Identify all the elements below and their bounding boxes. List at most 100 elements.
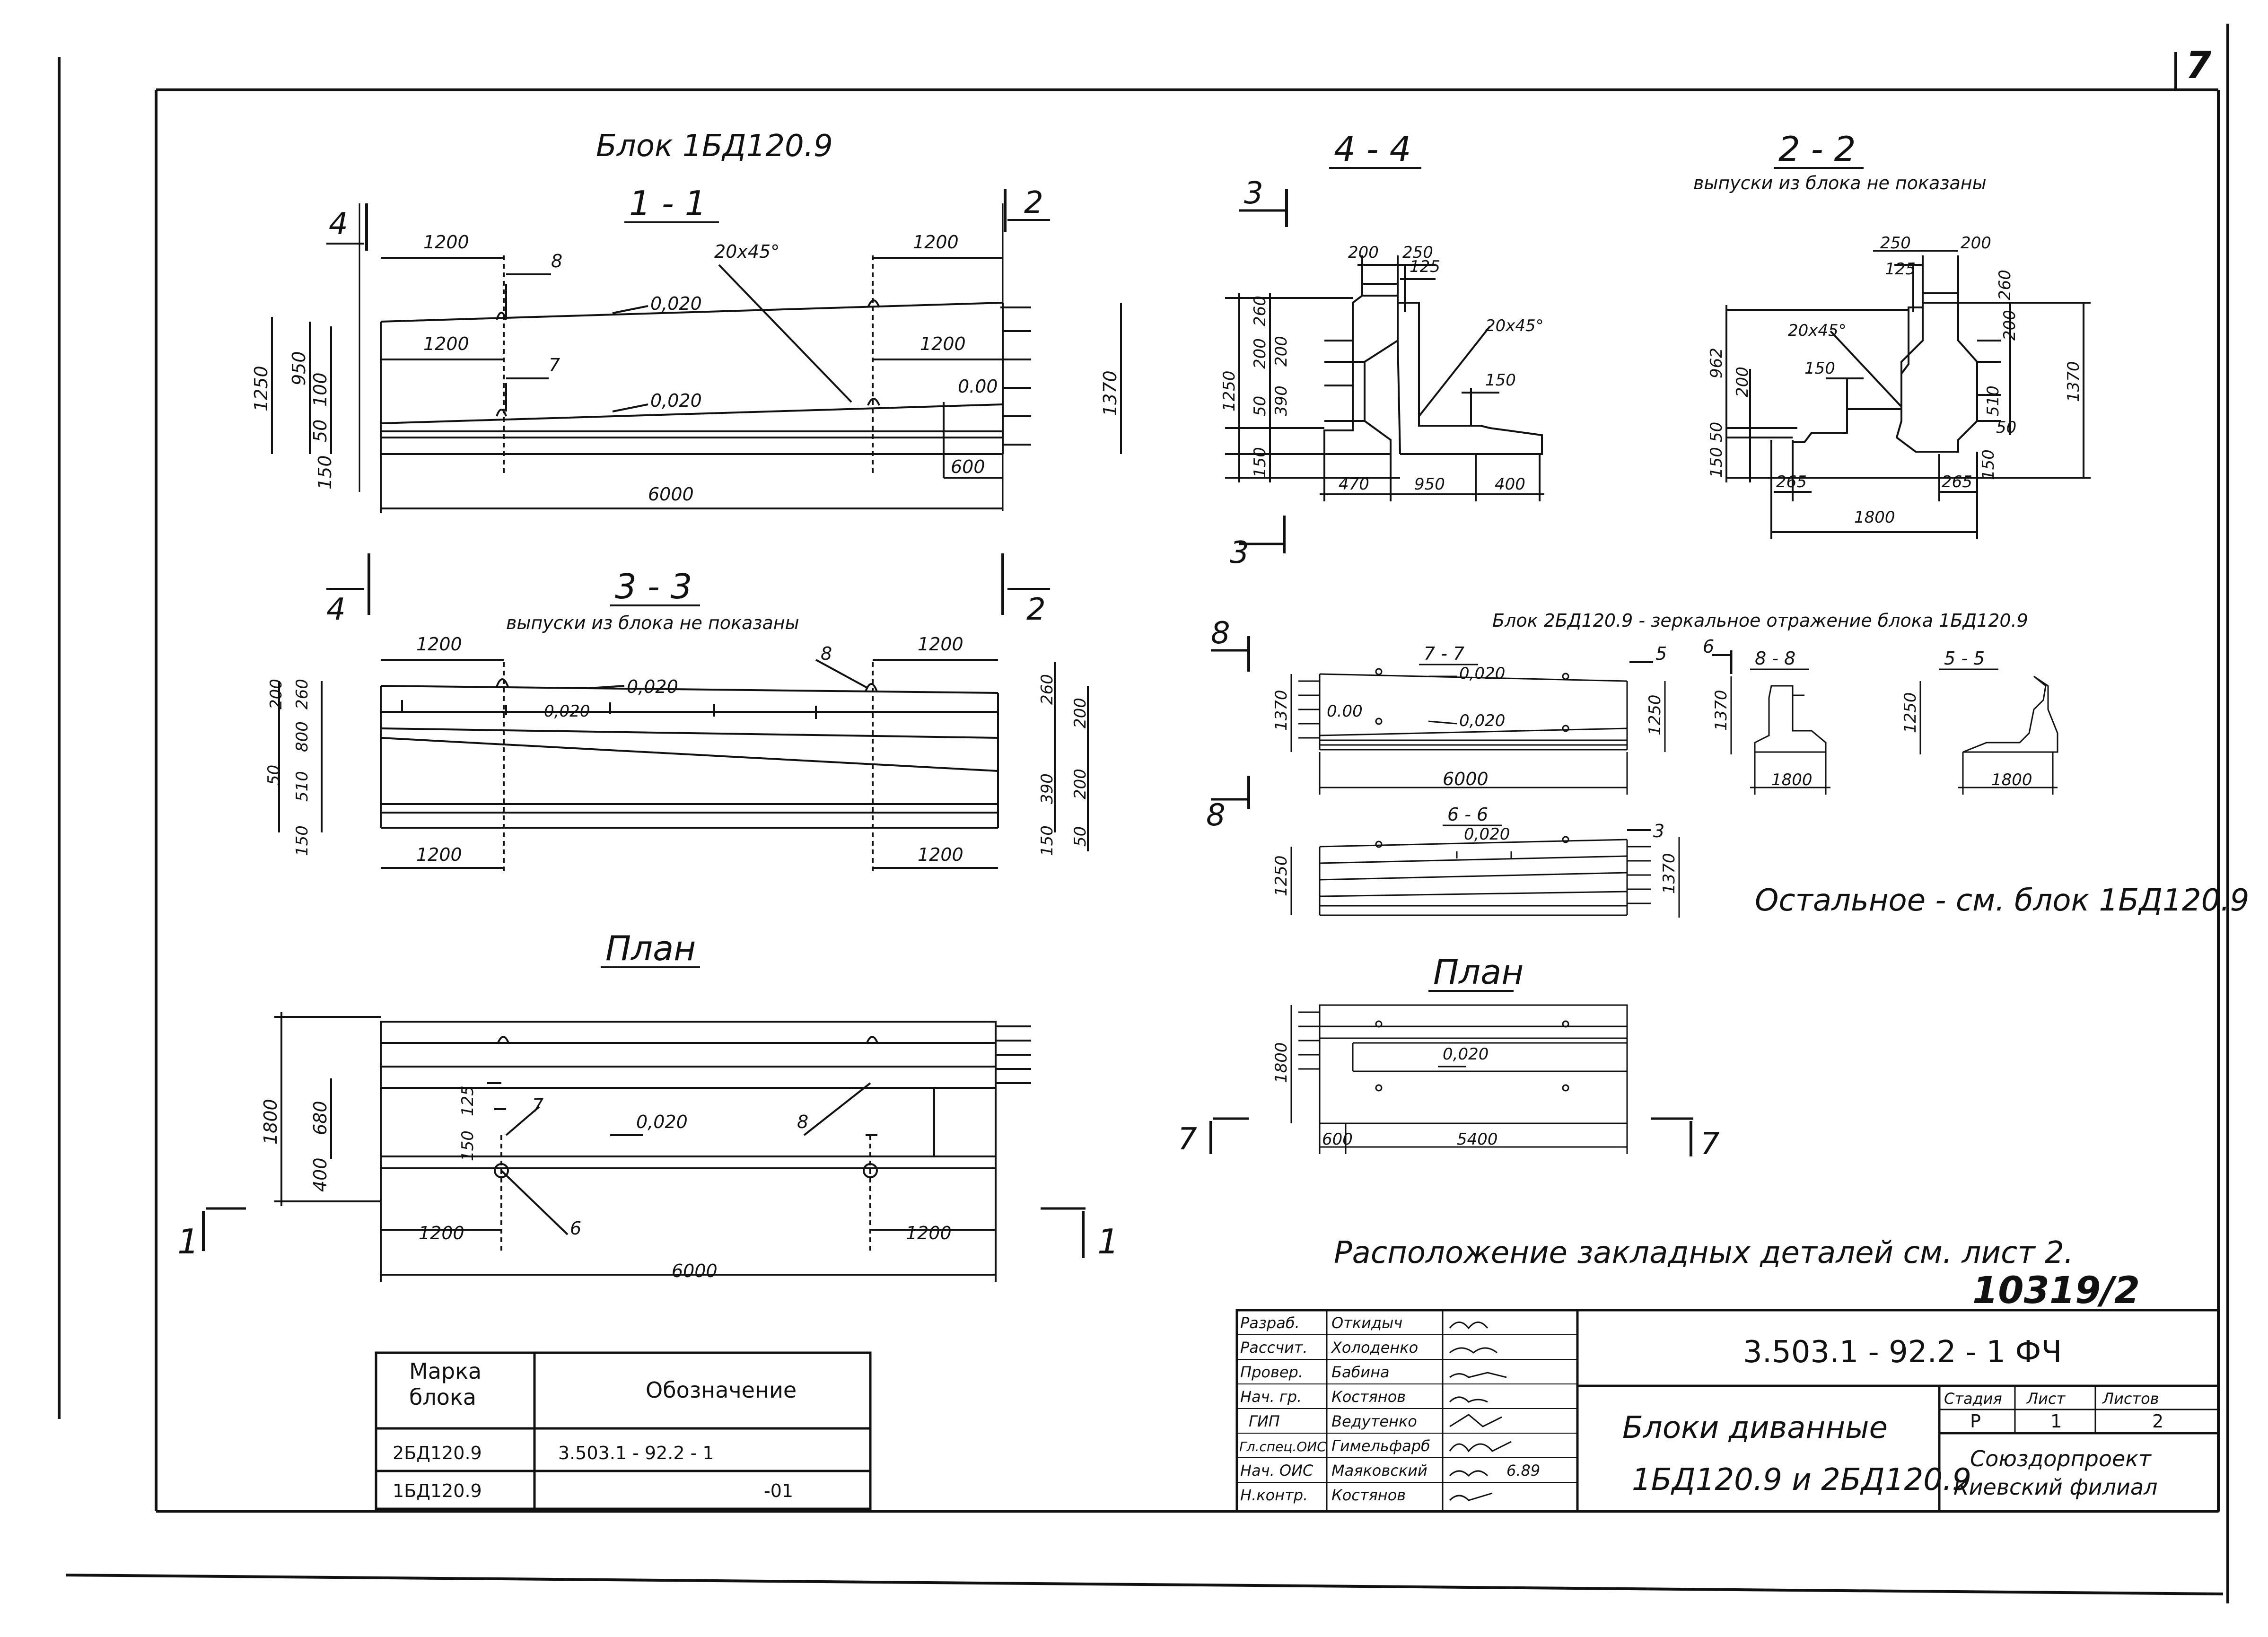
mark-table — [375, 1351, 872, 1510]
sec88-dim-1370: 1370 — [1712, 690, 1731, 731]
slope-3-3-top: 0,020 — [627, 676, 678, 697]
tb-org-line2: Киевский филиал — [1953, 1474, 2158, 1500]
section-6-6-drawing — [1290, 836, 1680, 918]
sec22-dim-200a: 200 — [2000, 310, 2019, 341]
dim-200-3-3-r1: 200 — [1071, 698, 1090, 728]
tb-sheets-label: Листов — [2102, 1390, 2159, 1408]
sec22-dim-1800: 1800 — [1854, 508, 1895, 527]
dim-1200-mr: 1200 — [920, 333, 966, 354]
tb-name-0: Откидыч — [1331, 1314, 1402, 1332]
tb-stage: Р — [1970, 1411, 1981, 1432]
dim-1200-tr: 1200 — [913, 232, 959, 253]
tb-sheets: 2 — [2152, 1411, 2163, 1432]
tb-name-6: Маяковский — [1331, 1462, 1427, 1479]
section-4-4-label: 4 - 4 — [1334, 129, 1411, 169]
sec77-zero: 0.00 — [1327, 702, 1363, 721]
sec22-dim-50b: 50 — [1707, 422, 1726, 442]
tb-code: 3.503.1 - 92.2 - 1 ФЧ — [1743, 1335, 2062, 1370]
cut-8-bottom: 8 — [1206, 798, 1226, 833]
sec77-slope-top: 0,020 — [1459, 664, 1505, 683]
tb-name-4: Ведутенко — [1331, 1412, 1417, 1430]
sec44-chamfer: 20x45° — [1485, 316, 1544, 335]
sheet-number: 7 — [2186, 44, 2212, 87]
cut-6-label: 6 — [1703, 636, 1714, 657]
sec22-chamfer: 20x45° — [1788, 321, 1847, 340]
slope-3-3-inner: 0,020 — [544, 702, 590, 721]
sec22-dim-200b: 200 — [1733, 367, 1752, 397]
plan-1-mark-7: 7 — [532, 1095, 543, 1116]
dim-100-1-1: 100 — [310, 372, 331, 407]
section-5-5-drawing — [1919, 675, 2058, 795]
plan-2-slope: 0,020 — [1443, 1045, 1489, 1064]
title-block — [1235, 1309, 2220, 1513]
sec44-dim-200a: 200 — [1251, 338, 1270, 369]
sec22-dim-1370: 1370 — [2064, 361, 2083, 402]
tb-role-3: Нач. гр. — [1240, 1388, 1302, 1406]
tb-org-line1: Союздорпроект — [1970, 1446, 2152, 1471]
plan-1-label: План — [605, 928, 696, 968]
cut-7-right: 7 — [1700, 1127, 1720, 1162]
sec44-dim-150: 150 — [1251, 447, 1270, 478]
cut-4-label: 4 — [329, 207, 348, 242]
sec22-dim-250: 250 — [1880, 234, 1911, 253]
sheet-frame — [58, 24, 2229, 1603]
signatures — [1449, 1322, 1512, 1501]
section-3-3-label: 3 - 3 — [615, 567, 692, 606]
mark-table-row2-mark: 1БД120.9 — [393, 1480, 482, 1501]
sec22-dim-260: 260 — [1996, 270, 2014, 300]
dim-50-3-3-l: 50 — [264, 765, 283, 785]
sec44-dim-200b: 200 — [1272, 336, 1291, 367]
sec66-slope: 0,020 — [1464, 825, 1510, 844]
tb-date: 6.89 — [1506, 1462, 1540, 1479]
sec88-dim-1800: 1800 — [1771, 770, 1813, 789]
cut-4-label-b: 4 — [326, 592, 346, 627]
mark-table-row1-mark: 2БД120.9 — [393, 1443, 482, 1463]
sec44-dim-125: 125 — [1410, 257, 1440, 276]
tb-name-1: Холоденко — [1331, 1339, 1418, 1357]
mark-8: 8 — [551, 251, 562, 271]
mark-table-row1-designation: 3.503.1 - 92.2 - 1 — [558, 1443, 714, 1463]
mark-table-col1-b: блока — [409, 1384, 476, 1410]
dim-200-3-3-r2: 200 — [1071, 769, 1090, 799]
plan-2-dim-5400: 5400 — [1457, 1130, 1498, 1149]
chamfer-label: 20x45° — [714, 241, 779, 262]
inventory-number: 10319/2 — [1972, 1269, 2140, 1312]
sec22-dim-265b: 265 — [1942, 473, 1972, 491]
note-embedded: Расположение закладных деталей см. лист … — [1334, 1235, 2074, 1270]
sec44-dim-260: 260 — [1251, 296, 1270, 326]
dim-1370-1-1: 1370 — [1100, 370, 1121, 416]
sec77-dim-6000: 6000 — [1443, 769, 1489, 789]
mark-table-col2: Обозначение — [646, 1377, 797, 1403]
dim-260-3-3-r: 260 — [1038, 674, 1057, 705]
section-2-2-drawing — [1725, 250, 2091, 539]
section-5-5-label: 5 - 5 — [1944, 648, 1985, 669]
tb-sheet: 1 — [2050, 1411, 2062, 1432]
plan-2-dim-1800: 1800 — [1272, 1042, 1291, 1083]
section-3-3-note: выпуски из блока не показаны — [506, 613, 799, 633]
dim-1250-1-1: 1250 — [251, 366, 271, 411]
sec44-dim-200: 200 — [1348, 243, 1379, 262]
dim-950-1-1: 950 — [289, 351, 309, 385]
cut-2-label-b: 2 — [1026, 592, 1046, 627]
section-2-2-note: выпуски из блока не показаны — [1693, 173, 1987, 193]
cut-8-top: 8 — [1211, 616, 1230, 651]
sec22-dim-510: 510 — [1984, 385, 2003, 416]
sec44-dim-250: 250 — [1402, 243, 1433, 262]
zero-mark: 0.00 — [958, 376, 998, 397]
sec22-dim-962: 962 — [1707, 348, 1726, 378]
note-other: Остальное - см. блок 1БД120.9 — [1755, 883, 2249, 918]
dim-1200-tl: 1200 — [423, 232, 469, 253]
plan-1-dim-680: 680 — [310, 1101, 331, 1135]
plan-1-mark-6: 6 — [570, 1218, 581, 1239]
mark-table-col1-a: Марка — [409, 1358, 482, 1384]
plan-1-mark-8: 8 — [797, 1112, 808, 1132]
cut-7-left: 7 — [1178, 1122, 1197, 1157]
dim-50-1-1: 50 — [310, 420, 331, 442]
sec44-dim-150b: 150 — [1485, 371, 1516, 390]
section-7-7-drawing — [1290, 668, 1666, 795]
slope-1-1-bottom: 0,020 — [650, 390, 702, 411]
plan-1-dim-400: 400 — [310, 1157, 331, 1192]
dim-1200-3-3-bl: 1200 — [416, 844, 462, 865]
plan-1-dim-6000: 6000 — [672, 1261, 718, 1281]
cut-3-bottom: 3 — [1230, 535, 1249, 570]
